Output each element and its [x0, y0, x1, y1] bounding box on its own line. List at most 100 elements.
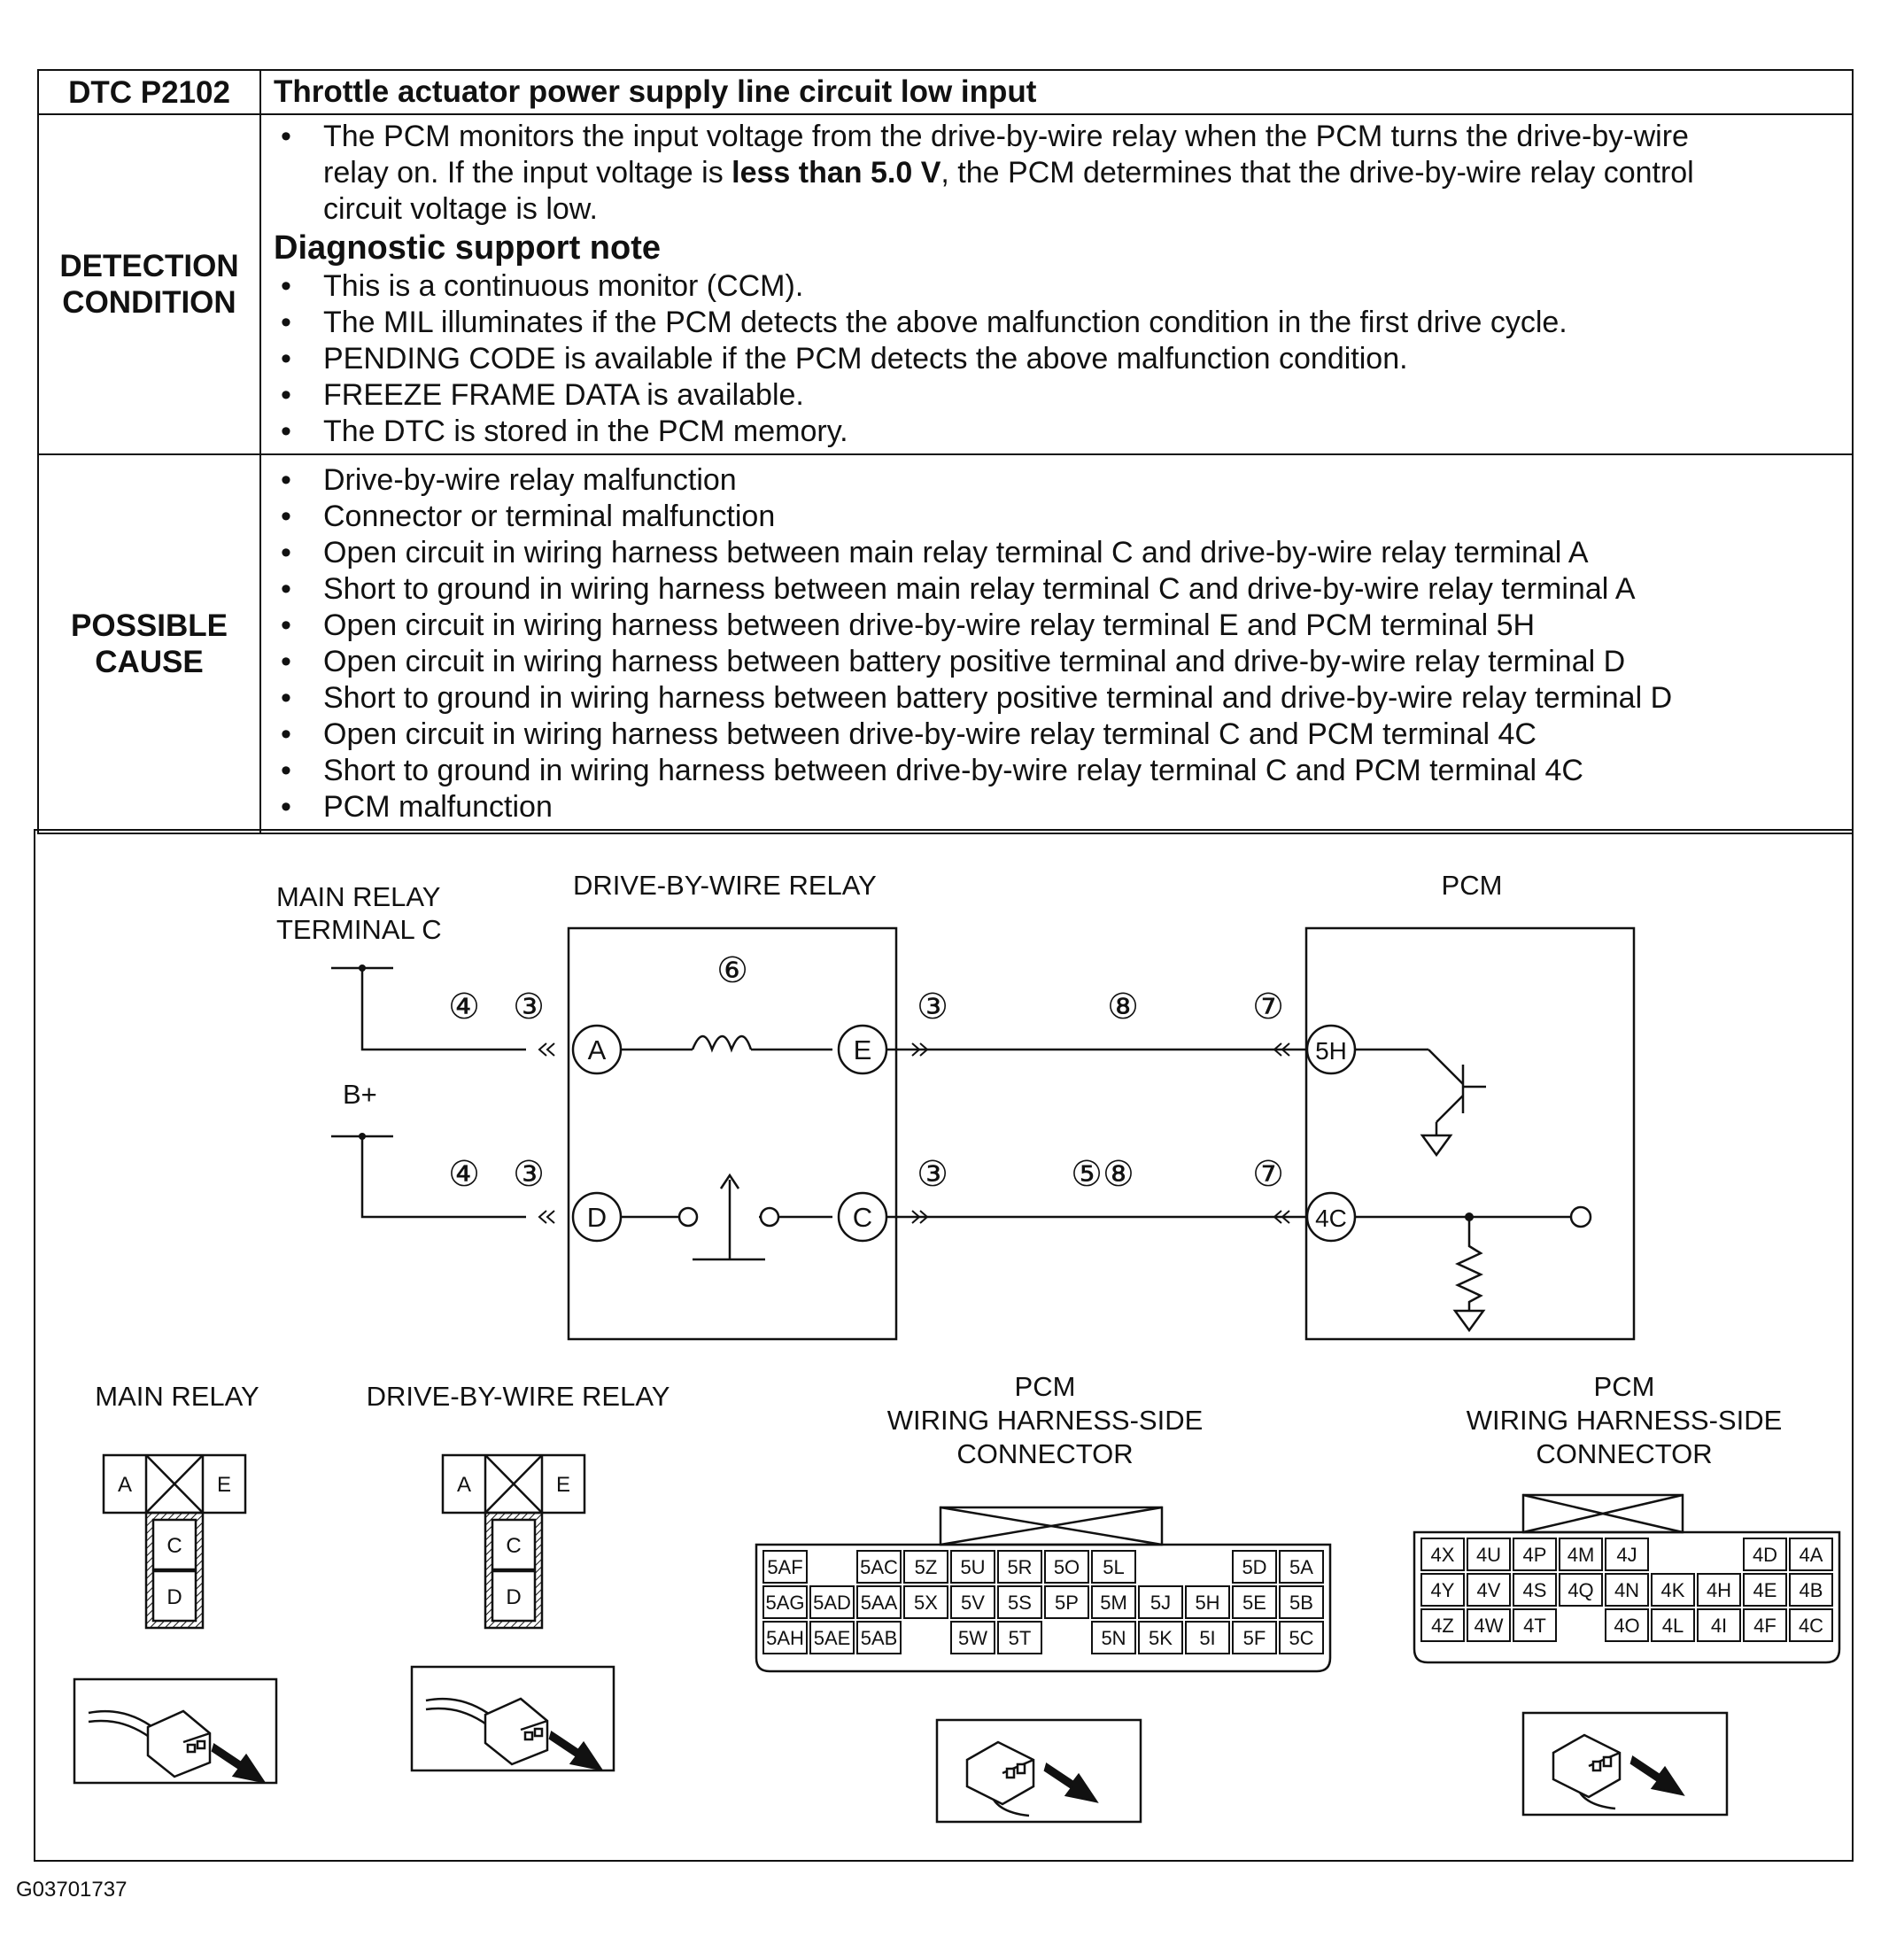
terminal-d-label: D: [587, 1202, 607, 1233]
step-ref: ⑦: [1252, 988, 1284, 1026]
step-ref: ⑧: [1107, 988, 1139, 1026]
pin-label: 4F: [1753, 1615, 1776, 1637]
pin-cell: [1091, 1621, 1136, 1654]
ground-symbol-bottom: [1452, 1309, 1486, 1333]
pin-cell: [1651, 1573, 1695, 1607]
connector-hint-illustration: [1521, 1711, 1729, 1817]
support-note: FREEZE FRAME DATA is available.: [274, 377, 1839, 414]
dbw-relay-box: [567, 926, 898, 1341]
pin-label: 5K: [1149, 1627, 1173, 1649]
pin-cell: [1138, 1585, 1183, 1619]
cause-item: Open circuit in wiring harness between m…: [274, 535, 1839, 571]
pin-cell: [1697, 1573, 1741, 1607]
pin-label: 4J: [1616, 1544, 1637, 1566]
terminal-5h-label: 5H: [1315, 1037, 1347, 1065]
pin-cell: [1605, 1573, 1649, 1607]
cause-item: Short to ground in wiring harness betwee…: [274, 753, 1839, 789]
pin-cell: [1743, 1573, 1787, 1607]
pcm4-title-line1: PCM: [1594, 1371, 1655, 1402]
pin-cell: [1605, 1608, 1649, 1642]
intro-text: relay on. If the input voltage is: [323, 156, 732, 190]
support-notes-list: This is a continuous monitor (CCM). The …: [274, 268, 1839, 450]
pin-label: 4T: [1523, 1615, 1546, 1637]
detection-intro-list: The PCM monitors the input voltage from …: [274, 119, 1839, 228]
connector-chevron: [546, 1210, 555, 1224]
connector-chevron: [1281, 1042, 1290, 1057]
detection-condition-row: DETECTION CONDITION The PCM monitors the…: [37, 113, 1854, 455]
transistor-collector: [1428, 1049, 1464, 1085]
pin-label: 5H: [1195, 1592, 1219, 1614]
pin-cell: [1789, 1538, 1833, 1571]
pin-cell: [491, 1518, 537, 1571]
wire-main-relay-to-a: [360, 968, 526, 1051]
pin-label: 4P: [1523, 1544, 1547, 1566]
connector-chevron: [538, 1210, 547, 1224]
pin-cell: [1467, 1608, 1511, 1642]
pin-label: 5AC: [860, 1556, 898, 1578]
connector-chevron: [911, 1210, 921, 1224]
pin-label: 4U: [1476, 1544, 1501, 1566]
detection-intro-line3: circuit voltage is low.: [323, 192, 598, 226]
pin-cell: [1513, 1573, 1557, 1607]
pin-cell: [762, 1585, 808, 1619]
pin-label: 5I: [1199, 1627, 1215, 1649]
dtc-table: DTC P2102 Throttle actuator power supply…: [37, 69, 1854, 834]
connector-chevron: [919, 1042, 929, 1057]
terminal-c: [837, 1191, 888, 1243]
pin-label: 5A: [1289, 1556, 1313, 1578]
pin-cell: [1420, 1573, 1465, 1607]
connector-hint-illustration: [73, 1677, 278, 1785]
detection-intro-item: The PCM monitors the input voltage from …: [274, 119, 1839, 228]
pin-cell: [151, 1569, 197, 1623]
pcm5-title-line3: CONNECTOR: [956, 1438, 1133, 1469]
pin-label: 5T: [1009, 1627, 1032, 1649]
pin-label: A: [457, 1473, 471, 1497]
connector-hint-illustration: [410, 1665, 615, 1772]
pin-label: 5F: [1243, 1627, 1266, 1649]
pin-label: 4B: [1800, 1579, 1823, 1601]
detection-intro-line1: The PCM monitors the input voltage from …: [323, 120, 1689, 153]
pin-cell: [1559, 1538, 1603, 1571]
dtc-code: DTC P2102: [37, 69, 261, 115]
pin-label: 4C: [1799, 1615, 1823, 1637]
step-ref: ③: [917, 1155, 948, 1194]
pin-cell: [1232, 1550, 1277, 1584]
pin-cell: [1789, 1608, 1833, 1642]
detection-condition-label: DETECTION CONDITION: [37, 113, 261, 455]
junction-dot: [359, 965, 366, 972]
connector-chevron: [1281, 1210, 1290, 1224]
step-ref: ③: [513, 1155, 545, 1194]
pin-cell: [1279, 1550, 1324, 1584]
wiring-diagram-svg: A E D C 5H 4C MAIN RELAY TERMINAL C DRIV…: [73, 870, 1841, 1824]
connector-chevron: [911, 1042, 921, 1057]
pin-cell: [903, 1550, 948, 1584]
pin-label: 4E: [1753, 1579, 1777, 1601]
pin-cell: [1091, 1550, 1136, 1584]
main-relay-connector-title: MAIN RELAY: [95, 1381, 259, 1412]
cause-list: Drive-by-wire relay malfunction Connecto…: [274, 462, 1839, 825]
pin-cell: [762, 1621, 808, 1654]
pin-label: 4M: [1568, 1544, 1595, 1566]
pin-label: 5AA: [861, 1592, 898, 1614]
pin-label: 5U: [960, 1556, 985, 1578]
step-ref: ④: [448, 988, 480, 1026]
pin-cell: [1559, 1573, 1603, 1607]
pin-label: 5X: [914, 1592, 938, 1614]
support-note: The MIL illuminates if the PCM detects t…: [274, 305, 1839, 341]
pin-label: 5M: [1100, 1592, 1127, 1614]
pin-label: C: [166, 1534, 182, 1558]
pin-label: 4L: [1662, 1615, 1684, 1637]
support-note: The DTC is stored in the PCM memory.: [274, 414, 1839, 450]
pin-label: 5O: [1054, 1556, 1080, 1578]
pcm5-title-line2: WIRING HARNESS-SIDE: [887, 1405, 1204, 1436]
terminal-a-label: A: [588, 1034, 607, 1065]
pin-label: 5J: [1150, 1592, 1171, 1614]
pin-cell: [950, 1550, 995, 1584]
dtc-title: Throttle actuator power supply line circ…: [274, 74, 1037, 109]
possible-cause-label: POSSIBLE CAUSE: [37, 453, 261, 834]
pin-cell: [1091, 1585, 1136, 1619]
pin-cell: [856, 1550, 902, 1584]
pin-label: 5Z: [915, 1556, 938, 1578]
pin-label: 5V: [961, 1592, 985, 1614]
pin-cell: [950, 1585, 995, 1619]
